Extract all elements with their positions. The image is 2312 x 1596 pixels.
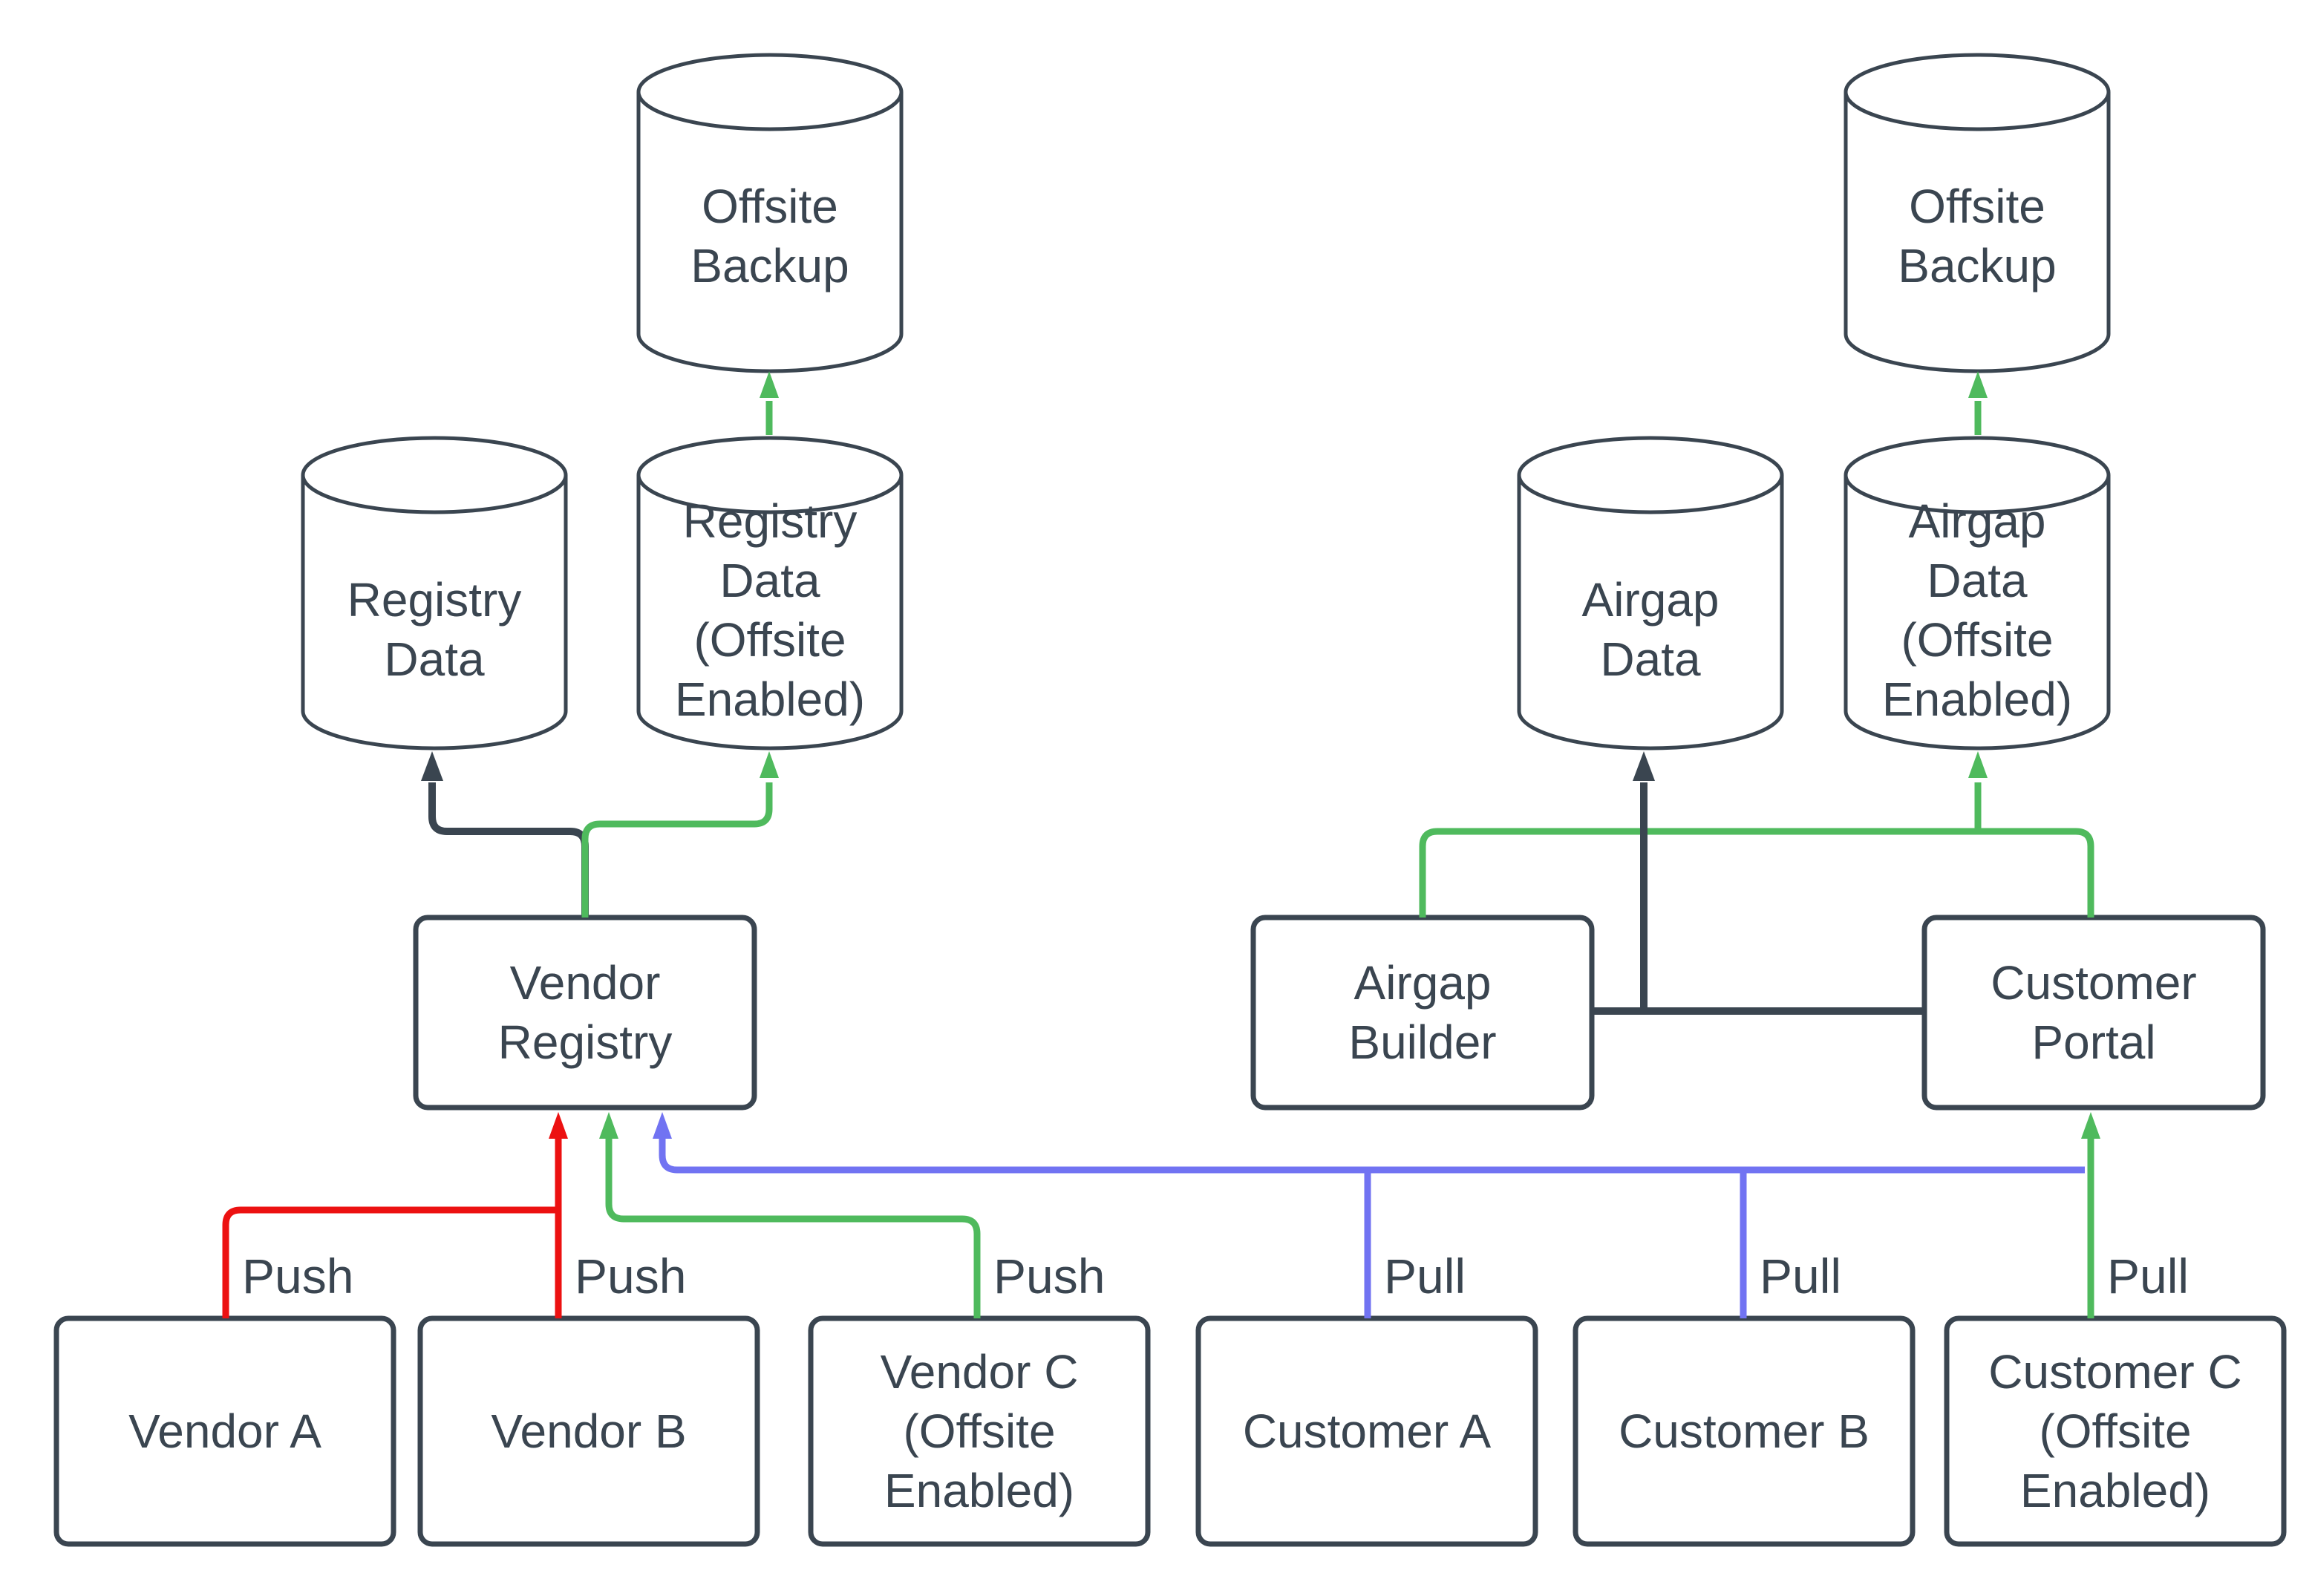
node-label-vendor-c: Enabled)	[884, 1464, 1074, 1517]
edge-vendors-push-red	[222, 1112, 568, 1318]
cylinder-body-registry-data	[301, 475, 568, 750]
edge-vr-to-registry-data-offsite-arrowhead-icon	[760, 751, 779, 778]
cylinder-top-registry-data-offsite	[636, 436, 904, 514]
node-label-airgap-data-offsite: Data	[1927, 554, 2028, 607]
edge-vr-to-registry-data-offsite	[581, 751, 779, 918]
push-label-vendor-c: Push	[993, 1249, 1105, 1304]
node-label-customer-a: Customer A	[1243, 1404, 1492, 1458]
edge-bracket-to-airgap-offsite-arrowhead-icon	[1968, 751, 1988, 778]
edge-customers-pull-blue-line	[659, 1137, 2085, 1318]
node-label-customer-c: (Offsite	[2039, 1404, 2191, 1458]
edge-to-airgap-data-arrowhead-icon	[1633, 751, 1655, 781]
edge-vendor-c-push-green-arrowhead-icon	[599, 1112, 618, 1139]
node-label-customer-portal: Customer	[1991, 956, 2196, 1010]
edge-customers-pull-blue	[653, 1112, 2085, 1318]
node-label-offsite-backup-left: Backup	[690, 239, 849, 292]
node-label-registry-data-offsite: Registry	[683, 494, 858, 548]
push-label-vendor-a: Push	[242, 1249, 353, 1304]
box-customer-portal	[1921, 915, 2266, 1111]
edge-registry-offsite-to-backup	[760, 371, 779, 435]
node-customer-b: Customer B	[1573, 1315, 1916, 1547]
edge-to-airgap-data	[1633, 751, 1655, 1011]
node-label-vendor-c: Vendor C	[881, 1345, 1079, 1399]
node-label-vendor-b: Vendor B	[491, 1404, 686, 1458]
pull-label-customer-b: Pull	[1760, 1249, 1841, 1304]
pull-label-customer-c: Pull	[2107, 1249, 2189, 1304]
node-label-vendor-c: (Offsite	[903, 1404, 1055, 1458]
edge-airgap-offsite-to-backup-arrowhead-icon	[1968, 371, 1988, 398]
node-label-offsite-backup-right: Offsite	[1909, 180, 2045, 233]
cylinder-body-airgap-data-offsite	[1844, 475, 2111, 750]
node-label-registry-data-offsite: Enabled)	[675, 673, 865, 726]
node-label-customer-portal: Portal	[2031, 1016, 2155, 1069]
node-label-offsite-backup-left: Offsite	[702, 180, 838, 233]
node-label-airgap-builder: Airgap	[1354, 956, 1492, 1010]
cylinder-top-offsite-backup-left	[636, 53, 904, 131]
node-vendor-a: Vendor A	[53, 1315, 396, 1547]
edge-vendors-push-red-arrowhead-icon	[549, 1112, 568, 1139]
cylinder-body-registry-data-offsite	[636, 475, 904, 750]
pull-label-customer-a: Pull	[1384, 1249, 1466, 1304]
node-label-airgap-data-offsite: Airgap	[1909, 494, 2046, 548]
edge-vendors-push-red-line	[222, 1137, 562, 1318]
edge-green-bracket-line	[1419, 828, 2094, 918]
cylinder-body-offsite-backup-left	[636, 92, 904, 373]
edge-vr-to-registry-data-arrowhead-icon	[421, 751, 443, 781]
edge-customer-c-pull-green-arrowhead-icon	[2081, 1112, 2100, 1139]
box-vendor-registry	[413, 915, 757, 1111]
node-label-airgap-data: Airgap	[1582, 573, 1720, 627]
node-label-registry-data: Registry	[347, 573, 522, 627]
node-label-offsite-backup-right: Backup	[1898, 239, 2056, 292]
cylinder-body-airgap-data	[1517, 475, 1784, 750]
edge-green-bracket	[1419, 828, 2094, 918]
edge-vendor-c-push-green	[599, 1112, 981, 1318]
node-label-vendor-a: Vendor A	[128, 1404, 321, 1458]
push-label-vendor-b: Push	[575, 1249, 686, 1304]
edge-vr-to-registry-data-offsite-line	[581, 782, 773, 918]
node-label-airgap-data: Data	[1600, 632, 1701, 686]
edge-registry-offsite-to-backup-arrowhead-icon	[760, 371, 779, 398]
edge-customer-c-pull-green	[2081, 1112, 2100, 1318]
cylinder-top-offsite-backup-right	[1844, 53, 2111, 131]
node-label-customer-c: Enabled)	[2020, 1464, 2210, 1517]
edge-customers-pull-blue-arrowhead-icon	[653, 1112, 672, 1139]
cylinder-top-airgap-data-offsite	[1844, 436, 2111, 514]
node-label-vendor-registry: Registry	[498, 1016, 673, 1069]
node-label-registry-data-offsite: (Offsite	[693, 613, 846, 667]
node-label-registry-data: Data	[384, 632, 485, 686]
node-vendor-b: Vendor B	[417, 1315, 760, 1547]
cylinder-top-registry-data	[301, 436, 568, 514]
edge-airgap-offsite-to-backup	[1968, 371, 1988, 435]
box-vendor-b	[417, 1315, 760, 1547]
edge-bracket-to-airgap-offsite	[1968, 751, 1988, 831]
edge-vr-to-registry-data-line	[428, 782, 589, 918]
node-label-airgap-data-offsite: Enabled)	[1882, 673, 2072, 726]
box-airgap-builder	[1250, 915, 1595, 1111]
node-label-customer-b: Customer B	[1619, 1404, 1869, 1458]
cylinder-top-airgap-data	[1517, 436, 1784, 514]
node-label-customer-c: Customer C	[1988, 1345, 2241, 1399]
box-customer-c	[1944, 1315, 2287, 1547]
edge-vendor-c-push-green-line	[605, 1137, 981, 1318]
edge-vr-to-registry-data	[421, 751, 589, 918]
node-label-vendor-registry: Vendor	[510, 956, 661, 1010]
node-customer-a: Customer A	[1195, 1315, 1538, 1547]
cylinder-body-offsite-backup-right	[1844, 92, 2111, 373]
node-label-airgap-data-offsite: (Offsite	[1901, 613, 2053, 667]
node-label-airgap-builder: Builder	[1348, 1016, 1496, 1069]
node-label-registry-data-offsite: Data	[719, 554, 820, 607]
